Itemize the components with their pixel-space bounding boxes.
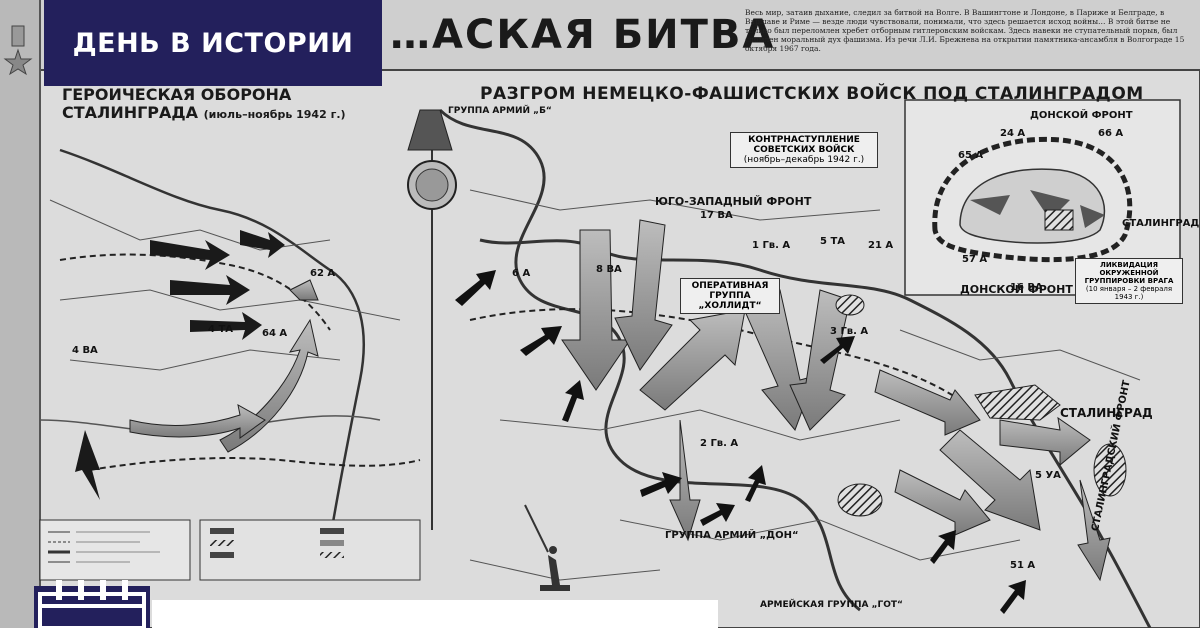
poster-title: …АСКАЯ БИТВА: [390, 12, 776, 58]
army-label-62a: 62 А: [310, 268, 336, 279]
counteroffensive-dates: (ноябрь–декабрь 1942 г.): [743, 155, 865, 165]
counteroffensive-box: КОНТРНАСТУПЛЕНИЕ СОВЕТСКИХ ВОЙСК (ноябрь…: [730, 132, 878, 168]
liquidation-box: ЛИКВИДАЦИЯ ОКРУЖЕННОЙ ГРУППИРОВКИ ВРАГА …: [1075, 258, 1183, 304]
army-label-57a: 57 А: [962, 254, 988, 265]
army-label-6a: 6 А: [512, 268, 531, 279]
army-label-16va: 16 ВА: [1010, 282, 1043, 293]
army-label-51a: 51 А: [1010, 560, 1036, 571]
stalingrad-inset-label: СТАЛИНГРАД: [1122, 218, 1200, 229]
army-label-8va: 8 ВА: [596, 264, 622, 275]
don-front-inset-label: ДОНСКОЙ ФРОНТ: [1030, 110, 1133, 121]
left-heading-line-1: ГЕРОИЧЕСКАЯ ОБОРОНА: [62, 85, 292, 104]
caption-strip: [152, 600, 718, 628]
army-label-17va: 17 ВА: [700, 210, 733, 221]
army-label-4va: 4 ВА: [72, 345, 98, 356]
army-group-b-label: ГРУППА АРМИЙ „Б“: [448, 106, 552, 116]
left-heading-line-2: СТАЛИНГРАДА: [62, 103, 199, 122]
army-label-66a: 66 А: [1098, 128, 1124, 139]
army-label-3ga: 3 Гв. А: [830, 326, 869, 337]
army-label-65a: 65 А: [958, 150, 984, 161]
left-map-heading: ГЕРОИЧЕСКАЯ ОБОРОНА СТАЛИНГРАДА (июль–но…: [62, 86, 346, 124]
army-group-hoth-label: АРМЕЙСКАЯ ГРУППА „ГОТ“: [760, 600, 903, 610]
army-label-1ga: 1 Гв. А: [752, 240, 791, 251]
liquidation-label: ЛИКВИДАЦИЯ ОКРУЖЕННОЙ ГРУППИРОВКИ ВРАГА: [1084, 261, 1174, 285]
poster-quote: Весь мир, затаив дыхание, следил за битв…: [745, 8, 1185, 53]
right-map-heading: РАЗГРОМ НЕМЕЦКО-ФАШИСТСКИХ ВОЙСК ПОД СТА…: [480, 84, 1144, 104]
army-label-5ua: 5 УА: [1035, 470, 1061, 481]
army-label-2ga: 2 Гв. А: [700, 438, 739, 449]
army-group-don-label: ГРУППА АРМИЙ „ДОН“: [665, 530, 799, 541]
counteroffensive-label: КОНТРНАСТУПЛЕНИЕ СОВЕТСКИХ ВОЙСК: [748, 135, 860, 155]
day-in-history-banner: ДЕНЬ В ИСТОРИИ: [44, 0, 382, 86]
stalingrad-label: СТАЛИНГРАД: [1060, 406, 1153, 420]
southwest-front-label: ЮГО-ЗАПАДНЫЙ ФРОНТ: [655, 195, 812, 208]
medal-icon: [407, 109, 457, 210]
army-label-24a: 24 А: [1000, 128, 1026, 139]
army-label-4ta: 4 ТА: [208, 324, 233, 335]
calendar-icon: [34, 580, 150, 628]
don-front-label: ДОНСКОЙ ФРОНТ: [960, 283, 1073, 296]
star-medal-icon: [3, 25, 33, 76]
army-label-64a: 64 А: [262, 328, 288, 339]
army-label-5ta: 5 ТА: [820, 236, 845, 247]
liquidation-dates: (10 января – 2 февраля 1943 г.): [1085, 285, 1173, 301]
left-heading-dates: (июль–ноябрь 1942 г.): [203, 108, 346, 121]
operative-group-label: ОПЕРАТИВНАЯ ГРУППА „ХОЛЛИДТ“: [680, 278, 780, 314]
banner-label: ДЕНЬ В ИСТОРИИ: [72, 27, 354, 59]
army-label-21a: 21 А: [868, 240, 894, 251]
